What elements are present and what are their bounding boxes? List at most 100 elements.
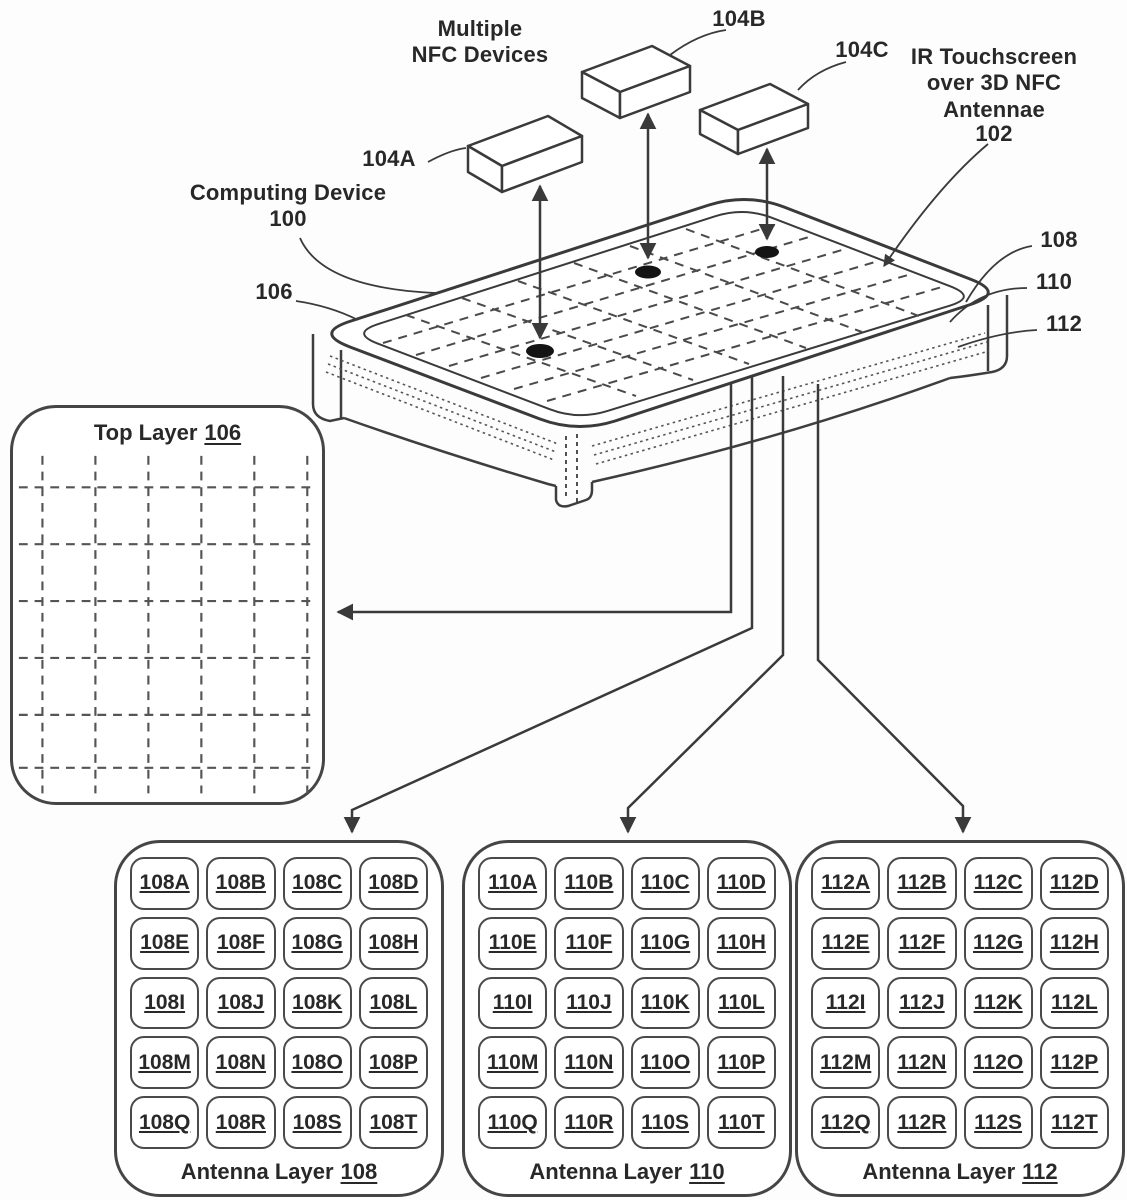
antenna-layer-title-ref: 112: [1022, 1159, 1058, 1184]
antenna-cell: 110N: [554, 1036, 624, 1090]
antenna-cell: 112S: [963, 1096, 1033, 1149]
antenna-cell: 112I: [811, 976, 881, 1030]
antenna-cell: 108D: [358, 857, 428, 910]
label-multiple-nfc-devices: Multiple NFC Devices: [370, 16, 590, 69]
antenna-cell: 108K: [282, 976, 352, 1030]
antenna-cell: 110H: [706, 916, 776, 970]
top-layer-title: Top Layer 106: [13, 420, 322, 446]
antenna-cell: 110I: [478, 976, 548, 1030]
antenna-cell: 108G: [282, 916, 352, 970]
leader-106: [295, 300, 359, 321]
label-computing-device: Computing Device 100: [178, 180, 398, 233]
ref-110: 110: [1035, 269, 1073, 294]
antenna-cell: 110F: [554, 916, 624, 970]
antenna-layer-112-title: Antenna Layer 112: [811, 1156, 1109, 1188]
table-underside: [311, 295, 1009, 508]
antenna-cell: 112J: [887, 976, 957, 1030]
antenna-layer-title-text: Antenna Layer: [529, 1159, 683, 1184]
antenna-cell: 112P: [1039, 1036, 1109, 1090]
antenna-cell: 112G: [963, 916, 1033, 970]
antenna-layer-title-text: Antenna Layer: [862, 1159, 1016, 1184]
leader-lines: [295, 29, 1038, 348]
leader-104c: [797, 61, 847, 91]
leader-104b: [669, 29, 727, 56]
ref-102: 102: [975, 121, 1013, 146]
antenna-cell: 110J: [554, 976, 624, 1030]
top-layer-grid: [18, 455, 317, 794]
connector-layer-110: [619, 376, 785, 834]
antenna-cell: 108C: [282, 857, 352, 910]
antenna-layer-title-ref: 110: [689, 1159, 725, 1184]
leader-102: [883, 143, 989, 267]
nfc-device-box-104b: [580, 44, 692, 120]
antenna-cell: 108L: [358, 976, 428, 1030]
antenna-cell: 108F: [206, 916, 276, 970]
antenna-cell: 112L: [1039, 976, 1109, 1030]
top-layer-title-text: Top Layer: [93, 420, 198, 445]
antenna-cell: 112F: [887, 916, 957, 970]
antenna-cell: 110K: [630, 976, 700, 1030]
leader-112: [957, 329, 1038, 348]
antenna-cell: 112B: [887, 857, 957, 910]
antenna-cell: 112E: [811, 916, 881, 970]
antenna-cell: 110G: [630, 916, 700, 970]
antenna-cell: 110P: [706, 1036, 776, 1090]
antenna-layer-108-title: Antenna Layer 108: [130, 1156, 428, 1188]
antenna-cell: 108B: [206, 857, 276, 910]
antenna-cell: 108I: [130, 976, 200, 1030]
top-layer-panel: Top Layer 106: [10, 405, 325, 805]
touchscreen-grid-lines: [382, 224, 943, 402]
connector-lines: [336, 360, 972, 834]
antenna-cell: 108M: [130, 1036, 200, 1090]
ref-104c: 104C: [835, 37, 889, 62]
antenna-cell: 108Q: [130, 1096, 200, 1149]
leader-108: [965, 245, 1033, 303]
antenna-layer-title-text: Antenna Layer: [180, 1159, 334, 1184]
ref-112: 112: [1045, 311, 1083, 336]
antenna-cell: 108T: [358, 1096, 428, 1149]
antenna-cell: 108S: [282, 1096, 352, 1149]
connector-top-layer: [336, 360, 733, 621]
antenna-cell: 108R: [206, 1096, 276, 1149]
connector-layer-112: [816, 384, 972, 834]
antenna-cell: 112K: [963, 976, 1033, 1030]
label-line: over 3D NFC: [926, 70, 1062, 96]
antenna-layer-title-ref: 108: [340, 1159, 378, 1184]
nfc-device-box-104c: [698, 82, 810, 156]
signal-arrows: [531, 112, 776, 340]
nfc-device-box-104a: [466, 114, 584, 194]
ref-108: 108: [1040, 227, 1078, 252]
nfc-device-boxes: [466, 44, 810, 194]
antenna-cell: 108O: [282, 1036, 352, 1090]
antenna-cell: 108H: [358, 916, 428, 970]
label-line: NFC Devices: [411, 42, 549, 68]
ref-106: 106: [255, 279, 293, 304]
leader-104a: [427, 147, 467, 163]
antenna-cell: 112Q: [811, 1096, 881, 1149]
antenna-cell: 112D: [1039, 857, 1109, 910]
antenna-cell: 112N: [887, 1036, 957, 1090]
antenna-layer-110-title: Antenna Layer 110: [478, 1156, 776, 1188]
ref-104b: 104B: [712, 6, 766, 31]
table-top-surface: [330, 197, 990, 429]
antenna-cell: 110B: [554, 857, 624, 910]
antenna-cell: 110Q: [478, 1096, 548, 1149]
label-line: Antennae: [943, 96, 1045, 122]
antenna-cell: 112M: [811, 1036, 881, 1090]
antenna-cell: 110C: [630, 857, 700, 910]
antenna-cell: 110T: [706, 1096, 776, 1149]
antenna-cell: 108A: [130, 857, 200, 910]
antenna-cell: 110M: [478, 1036, 548, 1090]
nfc-contact-dots: [526, 246, 779, 358]
antenna-cell: 112O: [963, 1036, 1033, 1090]
antenna-cell: 110E: [478, 916, 548, 970]
antenna-cell: 108P: [358, 1036, 428, 1090]
antenna-cell: 112A: [811, 857, 881, 910]
antenna-cell: 110S: [630, 1096, 700, 1149]
